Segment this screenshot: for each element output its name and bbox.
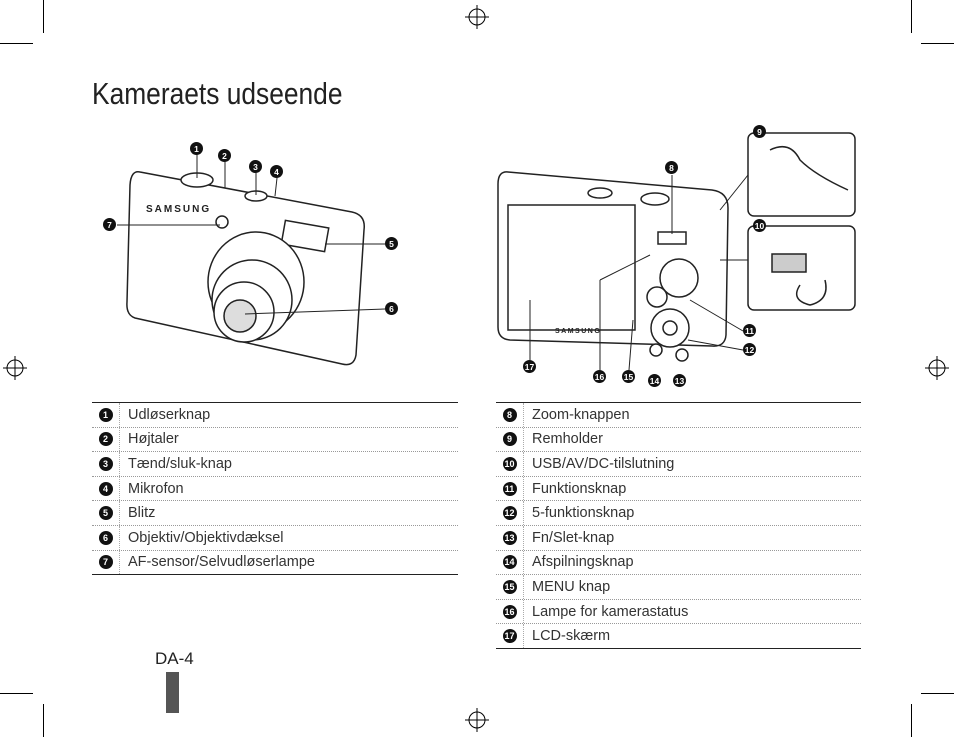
table-row: 8 Zoom-knappen bbox=[496, 403, 861, 428]
table-row: 15 MENU knap bbox=[496, 575, 861, 600]
part-label: USB/AV/DC-tilslutning bbox=[532, 455, 675, 472]
table-row: 13 Fn/Slet-knap bbox=[496, 525, 861, 551]
table-row: 3 Tænd/sluk-knap bbox=[92, 452, 458, 477]
part-label: LCD-skærm bbox=[532, 628, 611, 645]
part-label: Remholder bbox=[532, 431, 603, 448]
callout-13: 13 bbox=[673, 374, 686, 387]
callout-16: 16 bbox=[593, 370, 606, 383]
table-row: 17 LCD-skærm bbox=[496, 624, 861, 648]
brand-logo: SAMSUNG bbox=[146, 204, 211, 215]
camera-front-illustration bbox=[117, 155, 386, 366]
camera-back-illustration bbox=[497, 132, 856, 371]
page-number: DA-4 bbox=[155, 649, 194, 668]
callout-3: 3 bbox=[249, 160, 262, 173]
part-label: Blitz bbox=[128, 505, 156, 522]
callout-6: 6 bbox=[385, 302, 398, 315]
page-title: Kameraets udseende bbox=[92, 76, 343, 111]
number-badge: 14 bbox=[502, 555, 517, 570]
number-badge: 7 bbox=[98, 555, 113, 570]
callout-11: 11 bbox=[743, 324, 756, 337]
brand-logo: SAMSUNG bbox=[555, 328, 601, 335]
registration-mark-icon bbox=[465, 708, 489, 732]
part-label: Afspilningsknap bbox=[532, 554, 634, 571]
section-tab-marker bbox=[166, 672, 179, 713]
table-row: 16 Lampe for kamerastatus bbox=[496, 599, 861, 625]
callout-4: 4 bbox=[270, 165, 283, 178]
table-row: 11 Funktionsknap bbox=[496, 476, 861, 502]
callout-15: 15 bbox=[622, 370, 635, 383]
number-badge: 2 bbox=[98, 432, 113, 447]
number-badge: 3 bbox=[98, 456, 113, 471]
table-row: 5 Blitz bbox=[92, 501, 458, 526]
crop-mark bbox=[0, 693, 33, 694]
crop-mark bbox=[0, 43, 33, 44]
table-row: 2 Højtaler bbox=[92, 427, 458, 453]
table-row: 14 Afspilningsknap bbox=[496, 550, 861, 576]
registration-mark-icon bbox=[3, 356, 27, 380]
crop-mark bbox=[911, 0, 912, 33]
part-label: Lampe for kamerastatus bbox=[532, 603, 689, 620]
part-label: Zoom-knappen bbox=[532, 406, 630, 423]
front-parts-table: 1 Udløserknap 2 Højtaler 3 Tænd/sluk-knap 4… bbox=[92, 402, 458, 576]
callout-10: 10 bbox=[753, 219, 766, 232]
number-badge: 15 bbox=[502, 579, 517, 594]
number-badge: 6 bbox=[98, 530, 113, 545]
part-label: 5-funktionsknap bbox=[532, 505, 635, 522]
registration-mark-icon bbox=[465, 5, 489, 29]
registration-mark-icon bbox=[925, 356, 949, 380]
part-label: Tænd/sluk-knap bbox=[128, 455, 232, 472]
table-row: 9 Remholder bbox=[496, 427, 861, 453]
crop-mark bbox=[43, 704, 44, 737]
number-badge: 13 bbox=[502, 530, 517, 545]
back-parts-table: 8 Zoom-knappen 9 Remholder 10 USB/AV/DC-til… bbox=[496, 402, 861, 649]
callout-12: 12 bbox=[743, 343, 756, 356]
number-badge: 8 bbox=[502, 407, 517, 422]
number-badge: 11 bbox=[502, 481, 517, 496]
part-label: Fn/Slet-knap bbox=[532, 529, 615, 546]
number-badge: 12 bbox=[502, 506, 517, 521]
crop-mark bbox=[921, 43, 954, 44]
callout-5: 5 bbox=[385, 237, 398, 250]
number-badge: 9 bbox=[502, 432, 517, 447]
callout-17: 17 bbox=[523, 360, 536, 373]
callout-1: 1 bbox=[190, 142, 203, 155]
callout-14: 14 bbox=[648, 374, 661, 387]
part-label: Funktionsknap bbox=[532, 480, 627, 497]
crop-mark bbox=[43, 0, 44, 33]
callout-2: 2 bbox=[218, 149, 231, 162]
part-label: Mikrofon bbox=[128, 480, 184, 497]
callout-8: 8 bbox=[665, 161, 678, 174]
number-badge: 4 bbox=[98, 481, 113, 496]
table-row: 6 Objektiv/Objektivdæksel bbox=[92, 525, 458, 551]
table-row: 10 USB/AV/DC-tilslutning bbox=[496, 452, 861, 477]
number-badge: 10 bbox=[502, 456, 517, 471]
part-label: Højtaler bbox=[128, 431, 179, 448]
part-label: MENU knap bbox=[532, 578, 611, 595]
part-label: AF-sensor/Selvudløserlampe bbox=[128, 554, 315, 571]
number-badge: 16 bbox=[502, 604, 517, 619]
table-row: 4 Mikrofon bbox=[92, 476, 458, 502]
callout-7: 7 bbox=[103, 218, 116, 231]
number-badge: 1 bbox=[98, 407, 113, 422]
table-row: 7 AF-sensor/Selvudløserlampe bbox=[92, 550, 458, 575]
number-badge: 5 bbox=[98, 506, 113, 521]
crop-mark bbox=[911, 704, 912, 737]
callout-9: 9 bbox=[753, 125, 766, 138]
table-row: 12 5-funktionsknap bbox=[496, 501, 861, 526]
table-row: 1 Udløserknap bbox=[92, 403, 458, 428]
crop-mark bbox=[921, 693, 954, 694]
number-badge: 17 bbox=[502, 629, 517, 644]
part-label: Objektiv/Objektivdæksel bbox=[128, 529, 284, 546]
part-label: Udløserknap bbox=[128, 406, 211, 423]
